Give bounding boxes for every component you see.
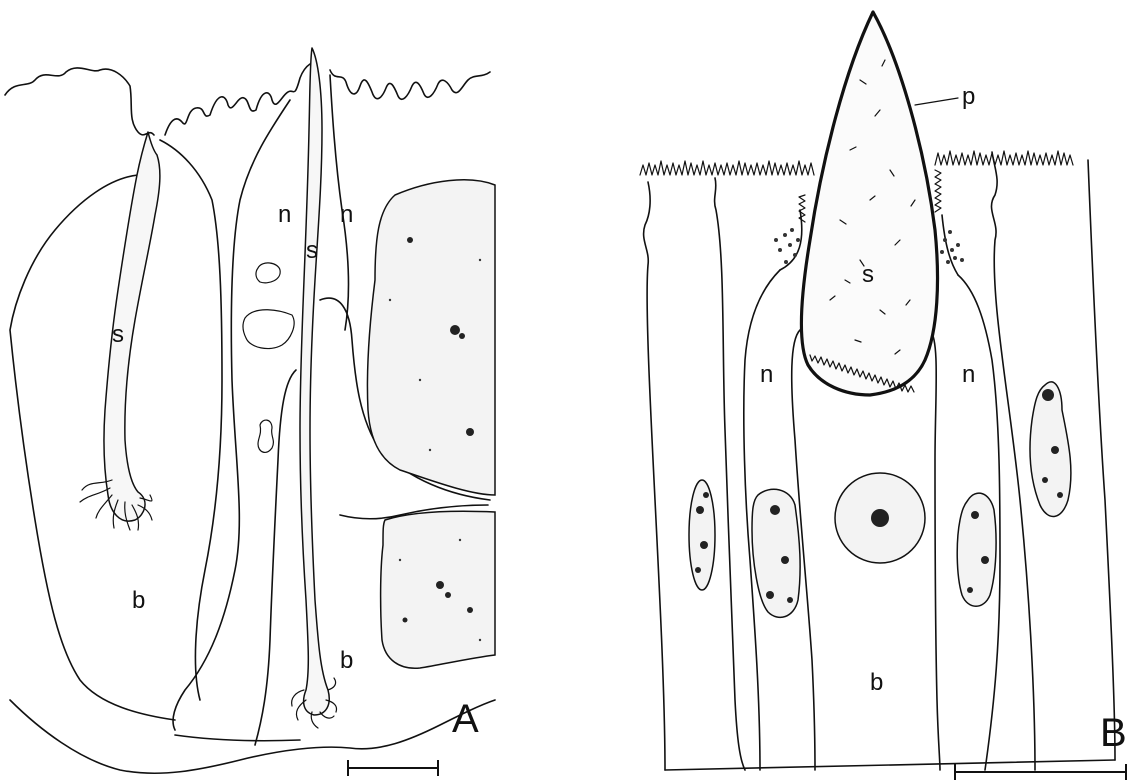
panel-label-b: B: [1100, 711, 1127, 755]
label-b-n2: n: [962, 361, 975, 388]
sensory-cell-right: [300, 48, 329, 715]
panel-a: s s n n b b A: [5, 48, 495, 776]
basal-line-b: [665, 760, 1115, 770]
panel-b: p s n n b B: [640, 12, 1127, 780]
scale-bar-a: [348, 760, 438, 776]
nucleus-a-lower: [381, 511, 495, 668]
nucleus-b-1: [689, 480, 715, 590]
cell-b-1: [715, 178, 745, 770]
brush-border-left: [640, 161, 814, 175]
cell-b-6: [991, 152, 1035, 770]
cell-b-outer-right: [1088, 160, 1115, 760]
brush-border-side-right: [935, 170, 941, 212]
basal-line-a: [10, 700, 495, 773]
cell-boundary-a1: [160, 140, 222, 700]
label-a-b1: b: [132, 587, 145, 614]
label-a-b2: b: [340, 647, 353, 674]
brush-border-side-left: [799, 195, 805, 222]
vacuole-2: [243, 310, 294, 349]
leader-p: [915, 98, 958, 105]
apical-surface-left: [5, 68, 154, 135]
nucleus-a-upper: [367, 180, 495, 495]
label-b-n1: n: [760, 361, 773, 388]
sensory-cell-b: [801, 12, 937, 395]
vacuole-1: [256, 263, 280, 283]
brush-border-right: [935, 151, 1073, 165]
label-a-s1: s: [112, 321, 124, 348]
nucleus-b-4: [957, 493, 996, 606]
nucleus-b-5: [1030, 382, 1071, 517]
cell-b-outer-left: [644, 182, 665, 770]
panel-label-a: A: [452, 697, 479, 741]
apical-surface-mid: [165, 64, 310, 135]
cell-b-neck-right: [942, 215, 958, 275]
basal-cell-left-outline: [10, 175, 175, 720]
basal-cell-inner-a: [175, 735, 300, 741]
label-a-n2: n: [340, 201, 353, 228]
vacuole-3: [258, 420, 273, 452]
label-a-s2: s: [306, 237, 318, 264]
cell-boundary-a2: [173, 100, 290, 730]
label-a-n1: n: [278, 201, 291, 228]
cell-b-4: [930, 330, 940, 770]
label-b-s: s: [862, 261, 874, 288]
cell-boundary-a5: [255, 370, 296, 745]
scale-bar-b: [955, 764, 1126, 780]
apical-surface-right: [330, 70, 490, 99]
label-b-b: b: [870, 669, 883, 696]
label-b-p: p: [962, 83, 975, 110]
